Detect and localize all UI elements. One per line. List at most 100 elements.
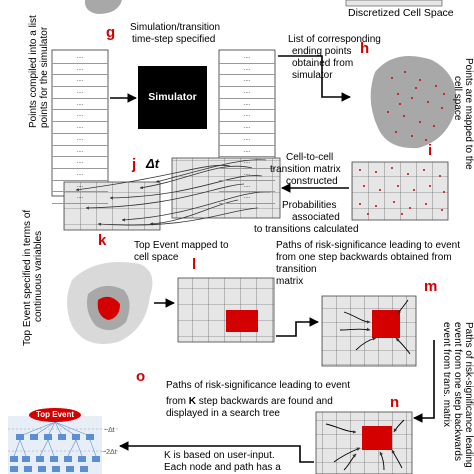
label-discretized-cell-space: Discretized Cell Space (348, 7, 454, 19)
label-top-event-mapped-2: cell space (134, 252, 179, 263)
vlabel-right-1-line1: Points are mapped to the (463, 58, 474, 170)
label-cell-to-cell-1: Cell-to-cell (286, 152, 334, 163)
arrow-n-to-o (119, 441, 314, 463)
letter-k: k (98, 232, 107, 249)
n-backward-paths (325, 419, 405, 471)
vlabel-right-2-line1: Paths of risk-significance leading (463, 322, 474, 468)
arrow-list-to-h (278, 55, 351, 102)
label-sim-transition-2: time-step specified (132, 34, 216, 45)
h-blob (370, 56, 457, 149)
l-top-event-cells (226, 310, 258, 332)
letter-i: i (428, 142, 433, 159)
label-delta-t: Δt (146, 156, 160, 171)
vlabel-left-1: Points compiled into a list points for t… (28, 15, 50, 128)
letter-m: m (424, 278, 438, 295)
tree-top-event-label: Top Event (35, 410, 75, 419)
vlabel-right-1: Points are mapped to the cell space (452, 58, 474, 170)
label-paths-k-1: Paths of risk-significance leading to ev… (166, 380, 350, 391)
label-paths-one-1: Paths of risk-significance leading to ev… (276, 240, 460, 251)
tree-minus-dt: −Δt (104, 427, 115, 434)
label-paths-k-2: from K step backwards are found and (166, 396, 333, 407)
list-row: .... (219, 146, 275, 158)
list-row: .... (52, 146, 108, 158)
vlabel-left-1-line1: Points compiled into a list (28, 15, 39, 128)
list-row: .... (52, 181, 108, 193)
label-cell-to-cell-3: constructed (286, 176, 338, 187)
list-row: .... (52, 87, 108, 99)
list-table-left (51, 49, 109, 197)
list-row: .... (52, 192, 108, 204)
list-row: .... (52, 99, 108, 111)
vlabel-left-2: Top Event specified in terms of continuo… (22, 210, 44, 346)
label-top-event-mapped-1: Top Event mapped to (134, 240, 229, 251)
list-row: .... (52, 52, 108, 64)
vlabel-right-2: Paths of risk-significance leading event… (441, 322, 474, 468)
list-row: .... (219, 110, 275, 123)
list-row: .... (219, 192, 275, 204)
letter-l: l (192, 256, 197, 273)
arrow-l-to-m (276, 317, 319, 337)
i-dots (359, 167, 445, 215)
list-row: .... (52, 169, 108, 181)
label-prob-3: to transitions calculated (254, 224, 359, 235)
label-paths-one-4: matrix (276, 276, 304, 287)
label-list-ending-3: obtained from (292, 58, 354, 69)
list-row: .... (219, 134, 275, 146)
letter-j: j (132, 156, 137, 173)
tree-minus-2dt: −2Δt (102, 449, 117, 456)
m-top-event-cells (372, 310, 400, 338)
list-row: .... (219, 87, 275, 99)
j-transition-curves (75, 159, 271, 226)
vlabel-right-1-line2: cell space (452, 76, 463, 121)
label-sim-transition-1: Simulation/transition (130, 22, 221, 33)
label-k-based-2: Each node and path has a (164, 462, 281, 473)
label-prob-1: Probabilities (282, 200, 337, 211)
list-row: .... (219, 169, 275, 181)
list-row: .... (52, 110, 108, 123)
list-row: .... (52, 134, 108, 146)
label-list-ending-4: simulator (292, 70, 333, 81)
label-paths-k-2-bold: K (188, 396, 197, 407)
label-k-based-1: K is based on user-input. (164, 450, 275, 461)
vlabel-left-2-line2: continuous variables (33, 230, 44, 322)
label-paths-one-3: transition (276, 264, 317, 275)
label-paths-k-2-post: step backwards are found and (196, 396, 333, 407)
vlabel-right-2-line2: event from one step backwards (452, 322, 463, 461)
list-row: .... (52, 64, 108, 76)
top-cell-grid (345, 0, 443, 7)
label-list-ending-1: List of corresponding (288, 34, 381, 45)
label-paths-k-2-pre: from (166, 396, 189, 407)
list-row: .... (219, 157, 275, 169)
n-top-event-cells (362, 426, 392, 450)
simulator-box (138, 66, 207, 129)
k-top-event-region (97, 296, 120, 320)
label-list-ending-2: ending points (292, 46, 352, 57)
arrow-m-to-n (413, 340, 435, 423)
list-row: .... (52, 157, 108, 169)
list-row: .... (219, 64, 275, 76)
h-dots (387, 71, 445, 141)
list-row: .... (219, 181, 275, 193)
label-paths-one-2: from one step backwards obtained from (276, 252, 452, 263)
list-row: .... (52, 75, 108, 88)
list-row: .... (219, 122, 275, 134)
top-event-node (29, 408, 81, 422)
m-backward-paths (339, 299, 411, 355)
simulator-label: Simulator (148, 91, 197, 103)
label-prob-2: associated (292, 212, 340, 223)
vlabel-right-2-line3: event from trans. matrix (441, 322, 452, 428)
label-paths-k-3: displayed in a search tree (166, 408, 280, 419)
list-row: .... (52, 122, 108, 134)
vlabel-left-1-line2: points for the simulator (39, 26, 50, 128)
list-right-rows: ........................................… (219, 52, 275, 204)
letter-n: n (390, 394, 400, 411)
letter-h: h (360, 40, 370, 57)
top-blob (84, 0, 122, 14)
label-cell-to-cell-2: transition matrix (270, 164, 341, 175)
vlabel-left-2-line1: Top Event specified in terms of (22, 209, 33, 346)
o-search-tree (8, 408, 120, 474)
letter-o: o (136, 368, 146, 385)
list-left-rows: ........................................… (52, 52, 108, 204)
letter-g: g (106, 24, 116, 41)
